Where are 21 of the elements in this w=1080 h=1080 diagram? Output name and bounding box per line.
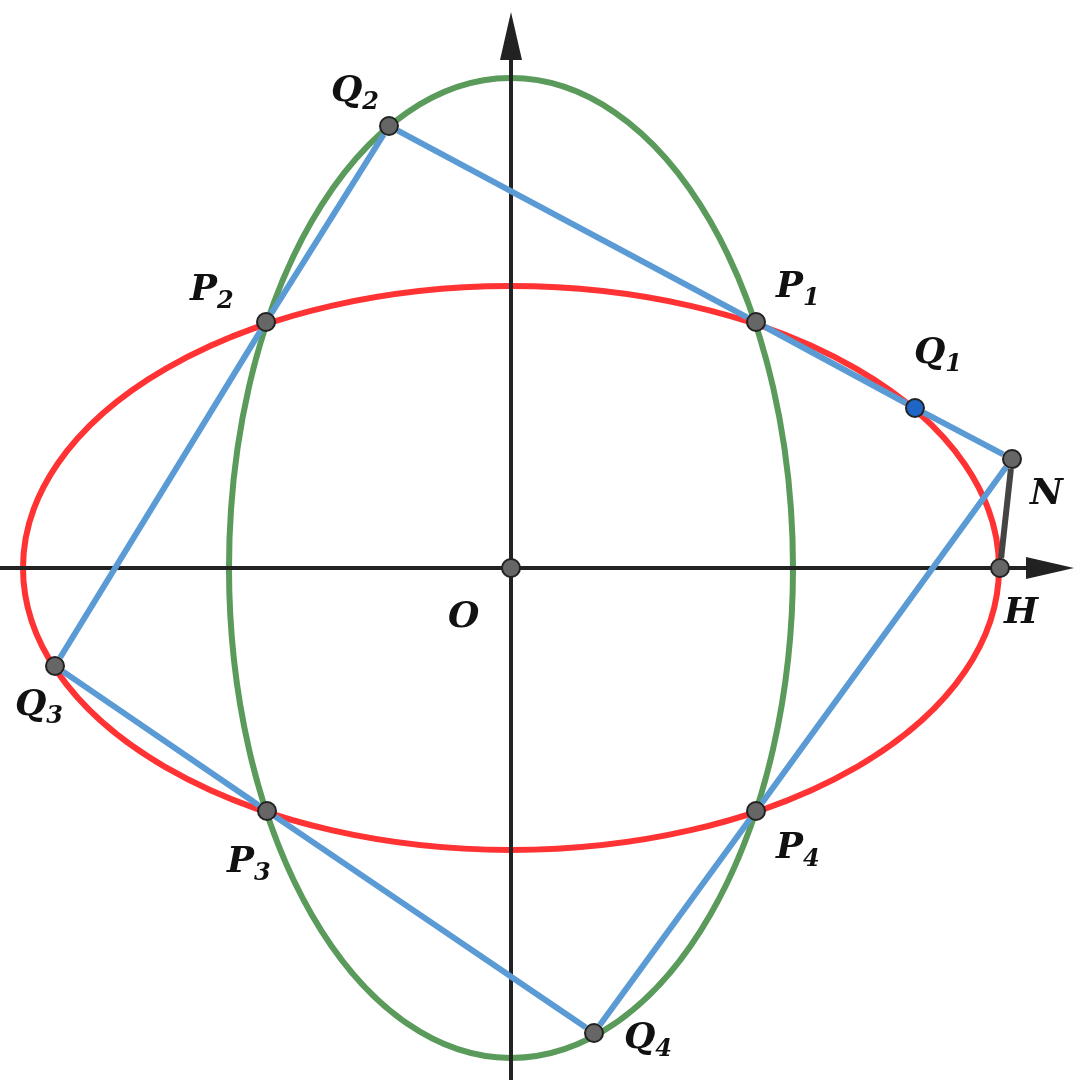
point-label: P$_{4}$: [776, 827, 820, 871]
point-label: P$_{2}$: [190, 269, 234, 313]
line-segment: [57, 328, 264, 660]
line-segment: [396, 128, 749, 320]
line-segment: [273, 814, 588, 1030]
point-label: Q$_{3}$: [15, 684, 64, 728]
line-segment: [268, 132, 387, 316]
line-segment: [763, 324, 908, 406]
line-segment: [597, 817, 753, 1027]
point-label: Q$_{1}$: [914, 332, 963, 376]
point-label: Q$_{4}$: [624, 1017, 673, 1061]
point-label: N: [1030, 473, 1063, 509]
line-segment: [998, 468, 1014, 559]
line-segment: [759, 465, 1009, 805]
point-label: O: [448, 596, 480, 632]
line-segment: [61, 669, 261, 808]
point-label: P$_{3}$: [227, 841, 271, 885]
point-label: Q$_{2}$: [331, 70, 380, 114]
point-label: P$_{1}$: [776, 266, 820, 310]
line-segment: [922, 410, 1005, 457]
point-label: H: [1004, 592, 1038, 628]
